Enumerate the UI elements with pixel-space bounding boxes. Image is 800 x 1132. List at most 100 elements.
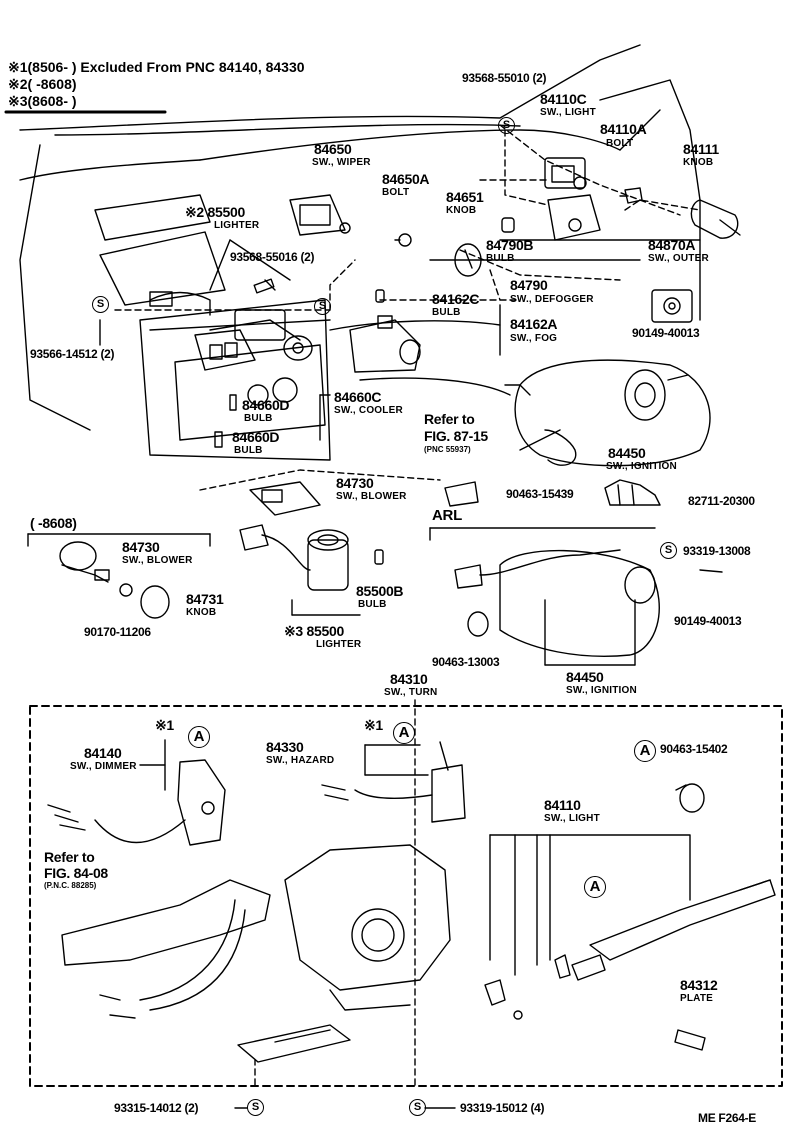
outer-switch-84870a: [651, 289, 693, 323]
a-mark-icon: A: [584, 876, 606, 898]
label-84312: 84312: [680, 977, 718, 993]
desc-84110a: BOLT: [606, 138, 634, 149]
refer-84-08-line3: (P.N.C. 88285): [44, 881, 97, 890]
desc-84660d-1: BULB: [244, 413, 273, 424]
desc-84330: SW., HAZARD: [266, 755, 335, 766]
label-84790b: 84790B: [486, 237, 534, 253]
mark-84330: ※1: [364, 717, 383, 733]
blower-switch-upper: [249, 481, 321, 516]
blower-switch-sub: [27, 533, 211, 619]
desc-84730-upper: SW., BLOWER: [336, 491, 407, 502]
header-note-2: ※2( -8608): [8, 76, 77, 92]
label-93319-13008: 93319-13008: [683, 544, 751, 558]
cooler-switch-84660c: [194, 329, 298, 448]
s-mark-icon: S: [314, 298, 331, 315]
refer-84-08-line1: Refer to: [44, 849, 95, 865]
mark-84140: ※1: [155, 717, 174, 733]
bolt-84110a: [619, 187, 643, 204]
label-84651: 84651: [446, 189, 484, 205]
bracket-55937: [444, 481, 479, 507]
desc-84162c: BULB: [432, 307, 461, 318]
light-switch-lever-84110: [484, 834, 776, 1020]
label-84650a: 84650A: [382, 171, 430, 187]
label-90463-15402: 90463-15402: [660, 742, 728, 756]
label-85500b: 85500B: [356, 583, 404, 599]
label-85500-lower: ※3 85500: [284, 623, 344, 639]
label-93315-14012: 93315-14012 (2): [114, 1101, 199, 1115]
label-93568-55016: 93568-55016 (2): [230, 250, 315, 264]
knob-84651: [454, 243, 482, 277]
clamp-90463-15402: [675, 783, 705, 813]
bracket-82711: [604, 479, 661, 506]
hazard-switch-84330: [321, 741, 466, 823]
label-84111: 84111: [683, 141, 719, 157]
bulb-84790b: [501, 217, 515, 233]
bolt-84650a: [394, 233, 412, 247]
desc-84651: KNOB: [446, 205, 477, 216]
label-90149-40013-lower: 90149-40013: [674, 614, 742, 628]
a-mark-icon: A: [188, 726, 210, 748]
desc-84450-upper: SW., IGNITION: [606, 461, 677, 472]
plate-84312: [674, 1029, 706, 1051]
fog-switch-84162a: [349, 289, 421, 373]
label-84162a: 84162A: [510, 316, 558, 332]
desc-84162a: SW., FOG: [510, 333, 558, 344]
label-93568-55010: 93568-55010 (2): [462, 71, 547, 85]
refer-87-15-line1: Refer to: [424, 411, 475, 427]
ignition-switch-lower: [429, 527, 723, 657]
desc-85500-upper: LIGHTER: [214, 220, 260, 231]
light-switch-84110c: [544, 157, 601, 241]
header-note-1: ※1(8506- ) Excluded From PNC 84140, 8433…: [8, 59, 305, 75]
label-93566-14512: 93566-14512 (2): [30, 347, 115, 361]
a-mark-icon: A: [634, 740, 656, 762]
label-84870a: 84870A: [648, 237, 696, 253]
desc-84660d-2: BULB: [234, 445, 263, 456]
dimmer-switch-84140: [47, 759, 226, 846]
s-mark-icon: S: [498, 117, 515, 134]
label-90149-40013-upper: 90149-40013: [632, 326, 700, 340]
desc-84110: SW., LIGHT: [544, 813, 600, 824]
arl-label: ARL: [432, 507, 462, 524]
label-84660d-1: 84660D: [242, 397, 290, 413]
refer-87-15-line2: FIG. 87-15: [424, 428, 488, 444]
label-84660d-2: 84660D: [232, 429, 280, 445]
label-84450-upper: 84450: [608, 445, 646, 461]
label-84110a: 84110A: [600, 121, 647, 137]
desc-84110c: SW., LIGHT: [540, 107, 596, 118]
label-84730-sub: 84730: [122, 539, 160, 555]
label-90170-11206: 90170-11206: [84, 625, 151, 639]
knob-84111: [690, 199, 741, 239]
label-84450-lower: 84450: [566, 669, 604, 685]
connector-block: [237, 1024, 351, 1063]
ignition-switch-upper: [504, 359, 711, 467]
wiper-switch-84650: [289, 194, 351, 236]
desc-84660c: SW., COOLER: [334, 405, 403, 416]
label-85500-upper: ※2 85500: [185, 204, 245, 220]
label-84162c: 84162C: [432, 291, 480, 307]
desc-84140: SW., DIMMER: [70, 761, 137, 772]
label-84660c: 84660C: [334, 389, 382, 405]
refer-87-15-line3: (PNC 55937): [424, 445, 471, 454]
desc-84450-lower: SW., IGNITION: [566, 685, 637, 696]
figure-code: ME F264-E: [698, 1111, 756, 1125]
label-84790: 84790: [510, 277, 548, 293]
desc-84790b: BULB: [486, 253, 515, 264]
label-84110c: 84110C: [540, 91, 587, 107]
label-84731: 84731: [186, 591, 224, 607]
dashboard-outline: [19, 44, 701, 461]
label-84650: 84650: [314, 141, 352, 157]
s-mark-icon: S: [247, 1099, 264, 1116]
s-mark-icon: S: [409, 1099, 426, 1116]
desc-84310: SW., TURN: [384, 687, 438, 698]
label-84310: 84310: [390, 671, 428, 687]
a-mark-icon: A: [393, 722, 415, 744]
s-mark-icon: S: [92, 296, 109, 313]
label-90463-15439: 90463-15439: [506, 487, 574, 501]
refer-84-08-line2: FIG. 84-08: [44, 865, 108, 881]
sub-range-label: ( -8608): [30, 515, 77, 531]
desc-84650a: BOLT: [382, 187, 410, 198]
desc-84312: PLATE: [680, 993, 714, 1004]
header-note-3: ※3(8608- ): [8, 93, 77, 109]
desc-84870a: SW., OUTER: [648, 253, 709, 264]
